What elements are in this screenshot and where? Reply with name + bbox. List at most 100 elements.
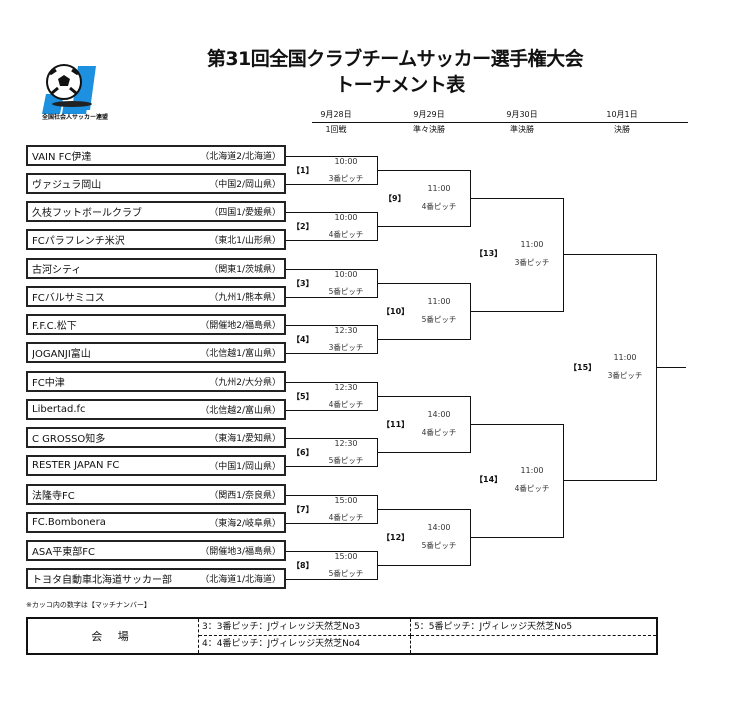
team-name: ASA平東部FC xyxy=(32,547,95,558)
bracket-line xyxy=(286,297,378,298)
team-entry: ヴァジュラ岡山（中国2/岡山県） xyxy=(26,173,286,194)
tournament-title: 第31回全国クラブチームサッカー選手権大会 xyxy=(206,48,584,70)
team-entry: RESTER JAPAN FC（中国1/岡山県） xyxy=(26,455,286,476)
bracket-line xyxy=(471,537,564,538)
bracket-line xyxy=(286,325,378,326)
team-region: （東北1/山形県） xyxy=(209,236,281,246)
bracket-line xyxy=(470,396,471,452)
match-number: 【14】 xyxy=(475,475,503,484)
match-pitch: 4番ピッチ xyxy=(328,513,364,522)
team-entry: 久枝フットボールクラブ（四国1/愛媛県） xyxy=(26,201,286,222)
match-number: 【6】 xyxy=(292,448,314,457)
bracket-line xyxy=(286,438,378,439)
team-entry: Libertad.fc （北信越2/富山県） xyxy=(26,399,286,420)
match-pitch: 3番ピッチ xyxy=(328,343,364,352)
round-1-label: 1回戦 xyxy=(325,125,347,134)
match-pitch: 5番ピッチ xyxy=(421,315,457,324)
match-number: 【15】 xyxy=(569,363,597,372)
bracket-line xyxy=(286,269,378,270)
team-name: FCバルサミコス xyxy=(32,293,105,304)
round-3-label: 準決勝 xyxy=(510,125,534,134)
bracket-line xyxy=(286,551,378,552)
match-time: 14:00 xyxy=(427,410,451,419)
team-region: （中国1/岡山県） xyxy=(209,462,281,472)
bracket-line xyxy=(377,212,378,240)
match-number: 【10】 xyxy=(382,307,410,316)
team-region: （九州2/大分県） xyxy=(209,378,281,388)
team-region: （北信越2/富山県） xyxy=(200,406,281,416)
bracket-line xyxy=(378,339,471,340)
venue-empty-cell xyxy=(411,636,656,653)
match-pitch: 3番ピッチ xyxy=(607,371,643,380)
team-name: FC.Bombonera xyxy=(32,517,106,528)
match-time: 11:00 xyxy=(427,297,451,306)
match-number: 【4】 xyxy=(292,335,314,344)
bracket-line xyxy=(378,509,471,510)
team-name: Libertad.fc xyxy=(32,404,86,415)
bracket-line xyxy=(286,156,378,157)
match-time: 10:00 xyxy=(334,270,358,279)
round-4-date: 10月1日 xyxy=(606,110,638,119)
match-time: 11:00 xyxy=(427,184,451,193)
header-divider xyxy=(312,122,688,123)
bracket-line xyxy=(377,495,378,523)
bracket-line xyxy=(378,226,471,227)
team-entry: 古河シティ（関東1/茨城県） xyxy=(26,258,286,279)
bracket-line xyxy=(377,156,378,184)
team-entry: F.F.C.松下 （開催地2/福島県） xyxy=(26,314,286,335)
bracket-line xyxy=(377,325,378,353)
bracket-line xyxy=(286,466,378,467)
match-time: 10:00 xyxy=(334,157,358,166)
team-entry: FC.Bombonera（東海2/岐阜県） xyxy=(26,512,286,533)
bracket-line xyxy=(286,410,378,411)
bracket-line xyxy=(563,424,564,537)
team-region: （開催地2/福島県） xyxy=(200,321,281,331)
bracket-line xyxy=(378,396,471,397)
match-pitch: 4番ピッチ xyxy=(514,484,550,493)
team-region: （九州1/熊本県） xyxy=(209,293,281,303)
round-3-date: 9月30日 xyxy=(506,110,538,119)
match-time: 11:00 xyxy=(613,353,637,362)
team-name: FC中津 xyxy=(32,378,65,389)
match-number: 【7】 xyxy=(292,505,314,514)
round-2-label: 準々決勝 xyxy=(413,125,445,134)
match-pitch: 5番ピッチ xyxy=(421,541,457,550)
team-name: JOGANJI富山 xyxy=(32,349,91,360)
match-number: 【13】 xyxy=(475,249,503,258)
bracket-line xyxy=(378,452,471,453)
match-pitch: 5番ピッチ xyxy=(328,569,364,578)
team-name: ヴァジュラ岡山 xyxy=(32,180,102,191)
bracket-line xyxy=(286,240,378,241)
team-name: F.F.C.松下 xyxy=(32,321,77,332)
match-time: 12:30 xyxy=(334,383,358,392)
match-number: 【5】 xyxy=(292,392,314,401)
team-entry: トヨタ自動車北海道サッカー部（北海道1/北海道） xyxy=(26,568,286,589)
bracket-line xyxy=(286,382,378,383)
match-pitch: 5番ピッチ xyxy=(328,456,364,465)
team-entry: JOGANJI富山（北信越1/富山県） xyxy=(26,342,286,363)
bracket-line xyxy=(377,269,378,297)
match-time: 12:30 xyxy=(334,439,358,448)
match-pitch: 3番ピッチ xyxy=(328,174,364,183)
bracket-line xyxy=(656,254,657,480)
team-name: 古河シティ xyxy=(32,265,82,276)
match-time: 15:00 xyxy=(334,552,358,561)
team-entry: FC中津 （九州2/大分県） xyxy=(26,371,286,392)
bracket-line xyxy=(470,283,471,339)
bracket-line xyxy=(286,353,378,354)
team-region: （北海道2/北海道） xyxy=(200,152,281,162)
bracket-line xyxy=(286,495,378,496)
federation-logo xyxy=(38,60,108,118)
team-name: トヨタ自動車北海道サッカー部 xyxy=(32,575,172,586)
match-time: 11:00 xyxy=(520,466,544,475)
team-name: 久枝フットボールクラブ xyxy=(32,208,142,219)
bracket-line xyxy=(378,283,471,284)
bracket-line xyxy=(563,198,564,311)
match-number: 【9】 xyxy=(384,194,406,203)
match-pitch: 4番ピッチ xyxy=(421,428,457,437)
bracket-line xyxy=(471,311,564,312)
round-4-label: 決勝 xyxy=(614,125,630,134)
match-pitch: 5番ピッチ xyxy=(328,287,364,296)
match-number: 【8】 xyxy=(292,561,314,570)
venue-label: 会 場 xyxy=(28,619,199,653)
